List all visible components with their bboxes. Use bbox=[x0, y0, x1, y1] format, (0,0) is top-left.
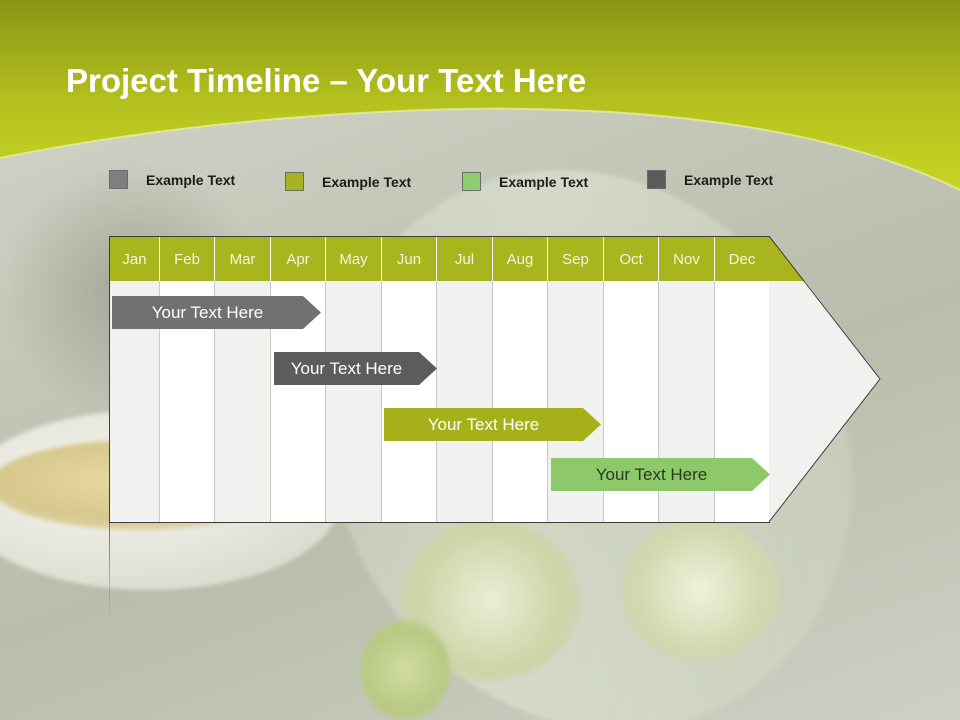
month-aug: Aug bbox=[493, 237, 548, 281]
page-title-rest: – Your Text Here bbox=[320, 62, 587, 99]
legend-swatch bbox=[462, 172, 481, 191]
month-jul: Jul bbox=[437, 237, 493, 281]
legend-swatch bbox=[647, 170, 666, 189]
legend-swatch bbox=[285, 172, 304, 191]
month-feb: Feb bbox=[160, 237, 215, 281]
timeline-arrowhead bbox=[769, 236, 881, 523]
month-may: May bbox=[326, 237, 382, 281]
background-lime bbox=[360, 620, 450, 720]
legend-item: Example Text bbox=[285, 172, 411, 191]
legend-label: Example Text bbox=[499, 173, 589, 190]
legend: Example Text Example Text Example Text E… bbox=[0, 170, 960, 194]
legend-label: Example Text bbox=[684, 171, 774, 188]
page-title: Project Timeline – Your Text Here bbox=[66, 62, 586, 100]
legend-swatch bbox=[109, 170, 128, 189]
timeline-border-bottom bbox=[109, 522, 770, 523]
month-nov: Nov bbox=[659, 237, 715, 281]
month-apr: Apr bbox=[271, 237, 326, 281]
month-jan: Jan bbox=[110, 237, 160, 281]
month-column bbox=[493, 281, 548, 522]
page-title-bold: Project Timeline bbox=[66, 62, 321, 99]
month-header-row: Jan Feb Mar Apr May Jun Jul Aug Sep Oct … bbox=[110, 237, 770, 281]
month-jun: Jun bbox=[382, 237, 437, 281]
month-column bbox=[326, 281, 382, 522]
legend-item: Example Text bbox=[647, 170, 773, 189]
task-bar[interactable]: Your Text Here bbox=[274, 352, 437, 385]
month-mar: Mar bbox=[215, 237, 271, 281]
task-bar[interactable]: Your Text Here bbox=[112, 296, 321, 329]
timeline-reflection bbox=[109, 523, 110, 623]
month-dec: Dec bbox=[715, 237, 770, 281]
task-bar[interactable]: Your Text Here bbox=[384, 408, 601, 441]
legend-label: Example Text bbox=[146, 171, 236, 188]
month-oct: Oct bbox=[604, 237, 659, 281]
legend-label: Example Text bbox=[322, 173, 412, 190]
task-bar[interactable]: Your Text Here bbox=[551, 458, 770, 491]
timeline-border-left bbox=[109, 236, 110, 523]
header-band bbox=[0, 0, 960, 191]
timeline-border-top bbox=[109, 236, 770, 237]
legend-item: Example Text bbox=[462, 172, 588, 191]
background-lime bbox=[620, 520, 780, 660]
month-column bbox=[382, 281, 437, 522]
month-sep: Sep bbox=[548, 237, 604, 281]
month-column bbox=[437, 281, 493, 522]
legend-item: Example Text bbox=[109, 170, 235, 189]
